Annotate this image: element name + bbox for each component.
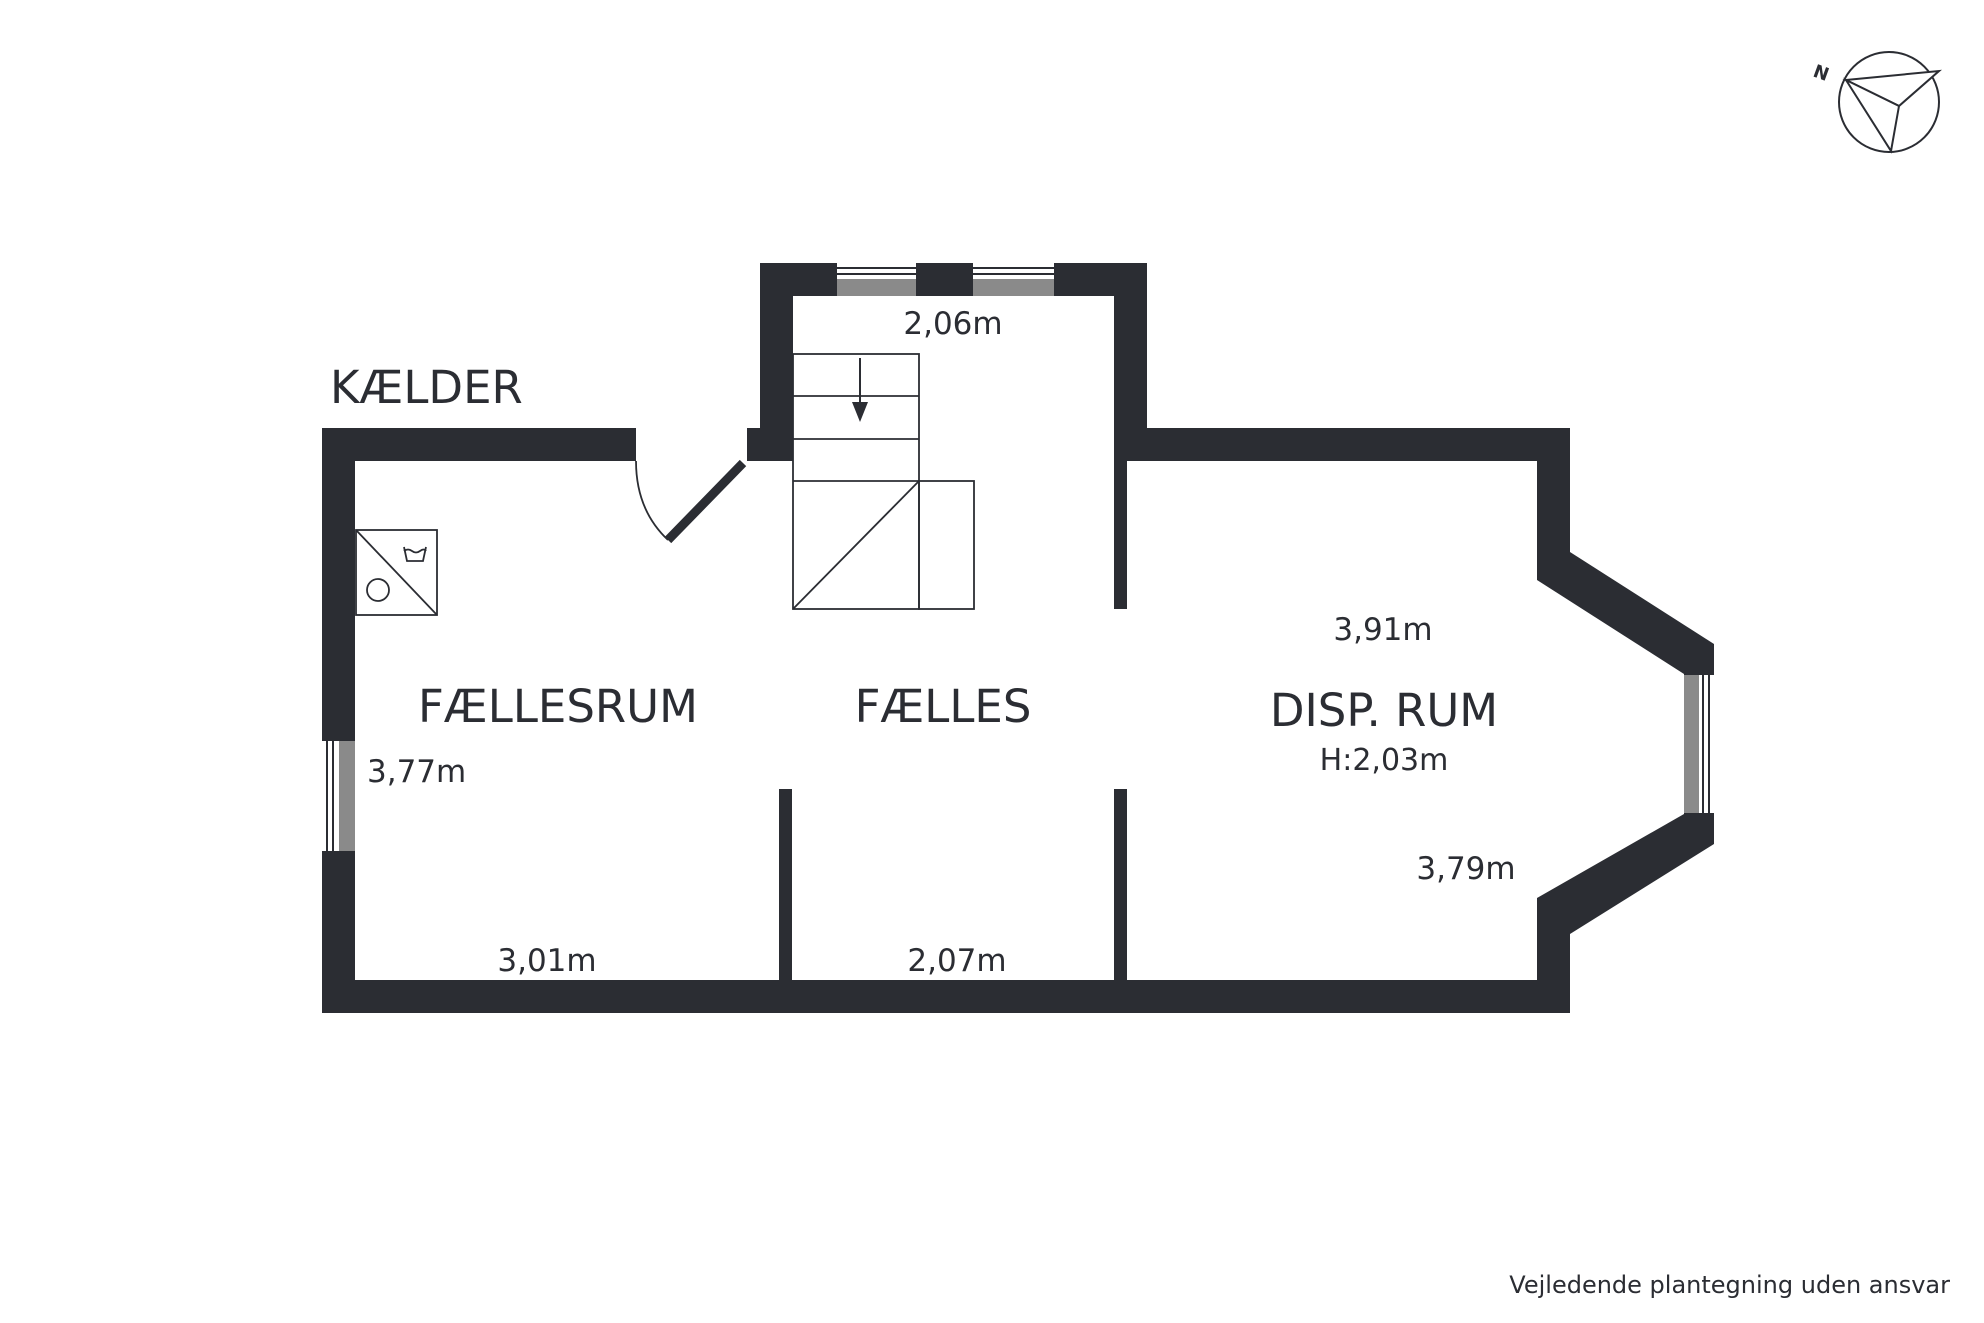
stair-arrow-icon [852, 358, 868, 422]
wall-bay-upper [1537, 552, 1714, 674]
wall-bay-lower [1537, 814, 1714, 934]
room-name-faellesrum: FÆLLESRUM [418, 680, 698, 733]
wall-right-upper [1537, 428, 1570, 570]
room-dim-faellesrum-2: 3,01m [497, 943, 596, 979]
wall-left-lower [322, 852, 355, 1013]
compass-north-letter: N [1810, 61, 1831, 86]
floor-name: KÆLDER [330, 361, 523, 414]
wall-stair-top-a [760, 263, 836, 296]
room-dim-faelles-2: 2,07m [907, 943, 1006, 979]
window-top-1 [835, 263, 918, 296]
wash-symbol-icon [403, 546, 427, 562]
wall-left-upper [322, 428, 355, 740]
wall-partition-right-upper [1114, 461, 1127, 609]
door [635, 459, 747, 544]
wall-bottom [322, 980, 1570, 1013]
door-leaf [664, 459, 747, 544]
door-swing-arc [635, 460, 669, 541]
wall-partition-right-lower [1114, 789, 1127, 980]
windows [322, 263, 1714, 853]
wall-partition-left [779, 789, 792, 980]
washer-icon [355, 529, 438, 616]
wall-top-left [322, 428, 636, 461]
wall-top-right [1114, 428, 1570, 461]
compass-icon: N [1810, 51, 1942, 154]
window-top-2 [971, 263, 1056, 296]
room-name-disp-rum: DISP. RUM [1270, 684, 1498, 737]
disclaimer-text: Vejledende plantegning uden ansvar [1509, 1271, 1950, 1299]
room-dim-faelles-1: 2,06m [903, 306, 1002, 342]
window-right [1684, 673, 1714, 815]
room-dim-disp-rum-2: 3,79m [1416, 851, 1515, 887]
room-dim-faellesrum-1: 3,77m [367, 754, 466, 790]
wall-bay-side-bottom [1684, 814, 1714, 844]
room-name-faelles: FÆLLES [855, 680, 1032, 733]
wall-bay-side-top [1684, 644, 1714, 674]
room-height-disp-rum: H:2,03m [1320, 743, 1449, 778]
room-dim-disp-rum-1: 3,91m [1333, 612, 1432, 648]
window-left [322, 739, 355, 853]
walls [322, 263, 1714, 1013]
staircase [792, 353, 975, 610]
wall-stair-top-b [917, 263, 972, 296]
